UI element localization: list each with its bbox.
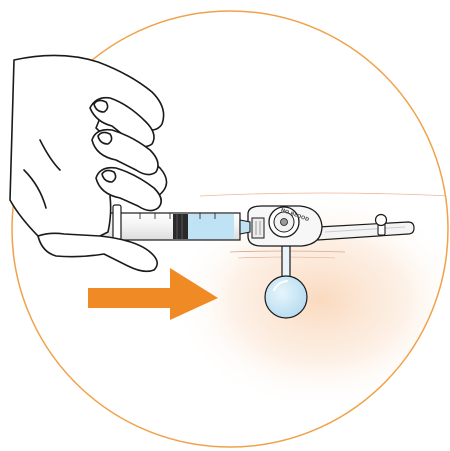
g-tube-port-icon: NO BLOOD: [248, 206, 322, 246]
